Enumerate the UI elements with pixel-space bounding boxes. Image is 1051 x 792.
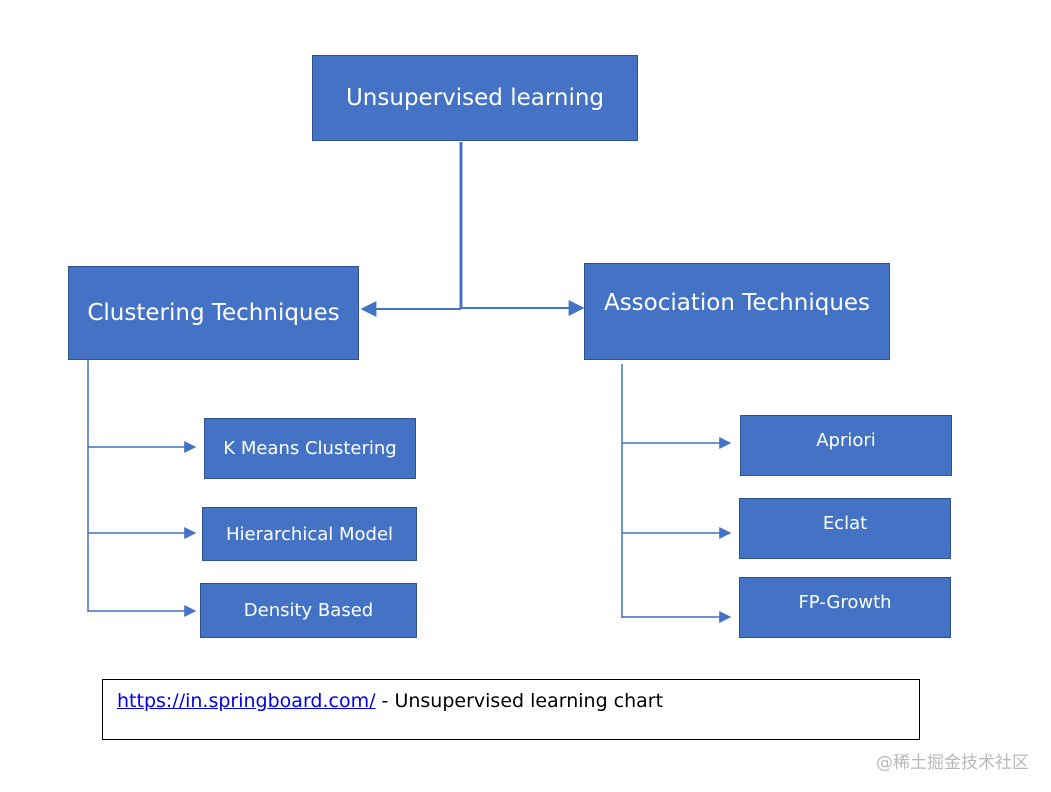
leaf-node-density: Density Based: [200, 583, 417, 638]
leaf-node-apriori: Apriori: [740, 415, 952, 476]
caption-box: https://in.springboard.com/ - Unsupervis…: [102, 679, 920, 740]
leaf-node-fpgrowth: FP-Growth: [739, 577, 951, 638]
branch-node-label: Clustering Techniques: [87, 300, 340, 326]
leaf-node-kmeans: K Means Clustering: [204, 418, 416, 479]
leaf-node-eclat: Eclat: [739, 498, 951, 559]
leaf-node-label: Eclat: [822, 513, 868, 534]
leaf-node-label: FP-Growth: [798, 592, 892, 613]
leaf-node-label: Apriori: [816, 430, 876, 451]
branch-node-association: Association Techniques: [584, 263, 890, 360]
watermark: @稀土掘金技术社区: [876, 753, 1029, 773]
branch-node-clustering: Clustering Techniques: [68, 266, 359, 360]
root-node-label: Unsupervised learning: [345, 85, 605, 111]
source-link[interactable]: https://in.springboard.com/: [117, 690, 376, 712]
leaf-node-hierarchical: Hierarchical Model: [202, 507, 417, 561]
leaf-node-label: Density Based: [243, 600, 374, 621]
caption-text: - Unsupervised learning chart: [375, 690, 664, 712]
leaf-node-label: Hierarchical Model: [225, 523, 394, 545]
leaf-node-label: K Means Clustering: [223, 438, 397, 459]
root-node-unsupervised-learning: Unsupervised learning: [312, 55, 638, 141]
branch-node-label: Association Techniques: [603, 290, 871, 316]
